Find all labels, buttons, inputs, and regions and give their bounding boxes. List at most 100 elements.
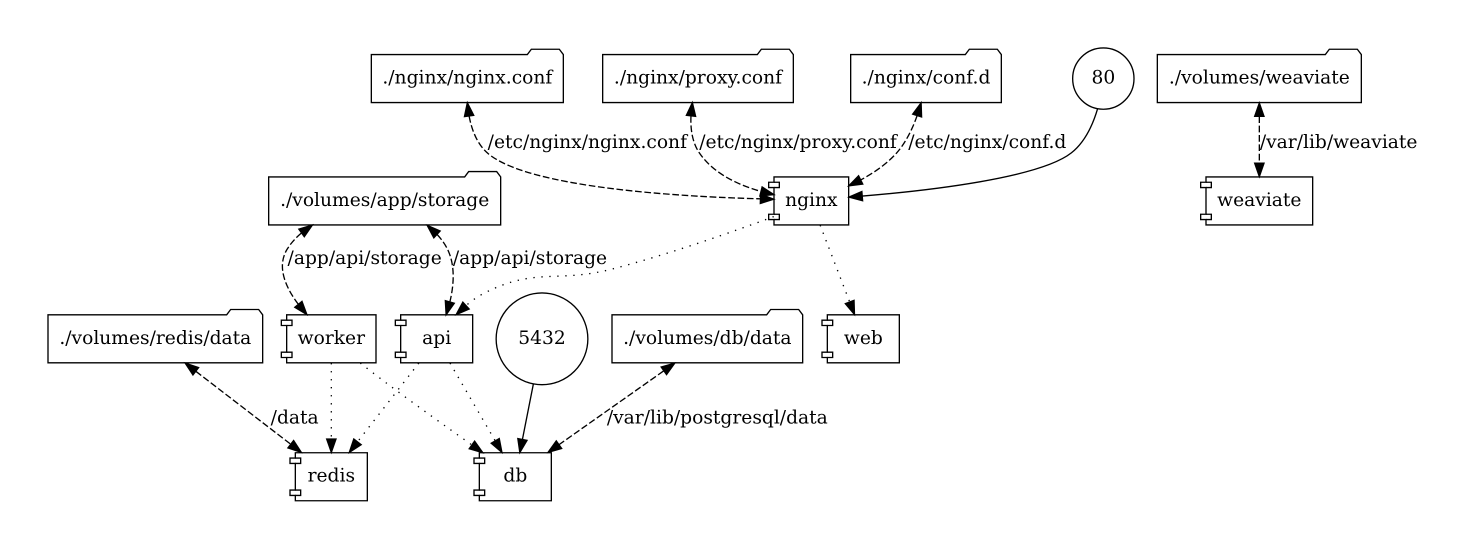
arrowhead — [1253, 162, 1265, 179]
arrowhead — [846, 190, 864, 202]
component-tab — [286, 319, 293, 327]
edge-line — [359, 362, 473, 446]
node-weaviate: weaviate — [1200, 176, 1314, 226]
node-db: db — [473, 452, 552, 502]
node-80: 80 — [1072, 47, 1135, 110]
edge-line — [860, 115, 918, 181]
edge-nginx-proxy-conf-to-nginx: /etc/nginx/proxy.conf — [685, 100, 899, 197]
arrowhead — [463, 100, 475, 118]
component-tab — [400, 351, 407, 359]
arrowhead — [911, 100, 923, 118]
edge-nginx-to-api — [454, 215, 774, 317]
node-5432: 5432 — [495, 292, 589, 386]
arrowhead — [546, 439, 563, 454]
arrowhead — [844, 299, 856, 317]
edge-line — [862, 108, 1099, 197]
port-circle — [495, 292, 589, 386]
component-tab — [286, 351, 293, 359]
folder-shape — [1156, 48, 1362, 104]
folder-shape — [268, 170, 502, 226]
arrowhead — [1253, 100, 1265, 117]
edge-label: /data — [271, 408, 319, 429]
component-tab — [1206, 181, 1212, 189]
folder-shape — [370, 48, 564, 104]
arrowhead — [348, 437, 363, 454]
component-tab — [479, 489, 486, 497]
node-label: ./volumes/app/storage — [280, 190, 489, 211]
arrowhead — [286, 439, 303, 454]
node-label: api — [422, 328, 451, 349]
edge-volumes-app-storage-to-api: /app/api/storage — [425, 223, 607, 317]
edge-80-to-nginx — [846, 108, 1099, 202]
node-label: ./nginx/nginx.conf — [382, 68, 554, 89]
folder-shape — [850, 48, 1002, 104]
folder-shape — [47, 308, 264, 364]
component-tab — [827, 351, 834, 359]
edge-api-to-db — [449, 362, 503, 455]
arrowhead — [685, 100, 697, 118]
folder-shape — [611, 308, 804, 364]
edge-line — [281, 232, 302, 305]
component-tab — [774, 181, 780, 189]
component-tab — [479, 457, 486, 465]
node-redis: redis — [289, 452, 368, 502]
edge-nginx-conf-d-to-nginx: /etc/nginx/conf.d — [846, 100, 1066, 187]
node-nginx-proxy-conf: ./nginx/proxy.conf — [602, 48, 794, 104]
edge-line — [690, 116, 762, 193]
edge-volumes-redis-data-to-redis: /data — [183, 361, 319, 454]
arrowhead — [759, 185, 776, 197]
node-label: web — [844, 328, 883, 349]
edge-line — [521, 383, 535, 440]
folder-shape — [602, 48, 794, 104]
arrowhead — [183, 361, 200, 377]
arrowhead — [468, 440, 485, 454]
node-label: redis — [308, 466, 355, 487]
component-tab — [295, 457, 302, 465]
edge-label: /etc/nginx/proxy.conf — [699, 132, 899, 153]
node-label: ./volumes/redis/data — [59, 328, 251, 349]
edge-nginx-to-web — [819, 224, 856, 317]
edge-line — [436, 234, 454, 302]
node-label: 5432 — [518, 328, 565, 349]
port-circle — [1072, 47, 1135, 110]
component-tab — [1206, 213, 1212, 221]
node-nginx-nginx-conf: ./nginx/nginx.conf — [370, 48, 564, 104]
arrowhead — [325, 438, 337, 455]
edge-nginx-nginx-conf-to-nginx: /etc/nginx/nginx.conf — [463, 100, 776, 205]
node-nginx: nginx — [768, 176, 850, 226]
component-tab — [774, 213, 780, 221]
node-volumes-redis-data: ./volumes/redis/data — [47, 308, 264, 364]
node-label: worker — [298, 328, 365, 349]
edge-volumes-weaviate-to-weaviate: /var/lib/weaviate — [1253, 100, 1418, 179]
edge-label: /app/api/storage — [453, 248, 607, 269]
edge-volumes-app-storage-to-worker: /app/api/storage — [281, 223, 442, 317]
node-volumes-app-storage: ./volumes/app/storage — [268, 170, 502, 226]
edge-5432-to-db — [517, 383, 535, 455]
edge-volumes-db-data-to-db: /var/lib/postgresql/data — [546, 361, 828, 454]
node-label: nginx — [785, 190, 838, 211]
node-label: ./nginx/conf.d — [862, 68, 991, 89]
edge-line — [357, 362, 420, 443]
edge-label: /app/api/storage — [288, 248, 442, 269]
arrowhead — [660, 361, 677, 376]
arrowhead — [425, 223, 442, 239]
node-nginx-conf-d: ./nginx/conf.d — [850, 48, 1002, 104]
node-web: web — [821, 314, 900, 364]
edge-worker-to-db — [359, 362, 485, 454]
arrowhead — [517, 437, 529, 455]
component-tab — [295, 489, 302, 497]
component-tab — [827, 319, 834, 327]
node-label: ./volumes/weaviate — [1169, 68, 1350, 89]
arrowhead — [454, 301, 471, 317]
node-label: weaviate — [1217, 190, 1301, 211]
arrowhead — [293, 300, 309, 317]
node-worker: worker — [280, 314, 377, 364]
edge-label: /var/lib/weaviate — [1260, 132, 1418, 153]
arrowhead — [759, 193, 776, 205]
edge-label: /etc/nginx/conf.d — [908, 132, 1066, 153]
edge-line — [449, 362, 496, 442]
arrowhead — [444, 299, 456, 317]
arrowhead — [297, 223, 314, 238]
node-label: db — [503, 466, 527, 487]
